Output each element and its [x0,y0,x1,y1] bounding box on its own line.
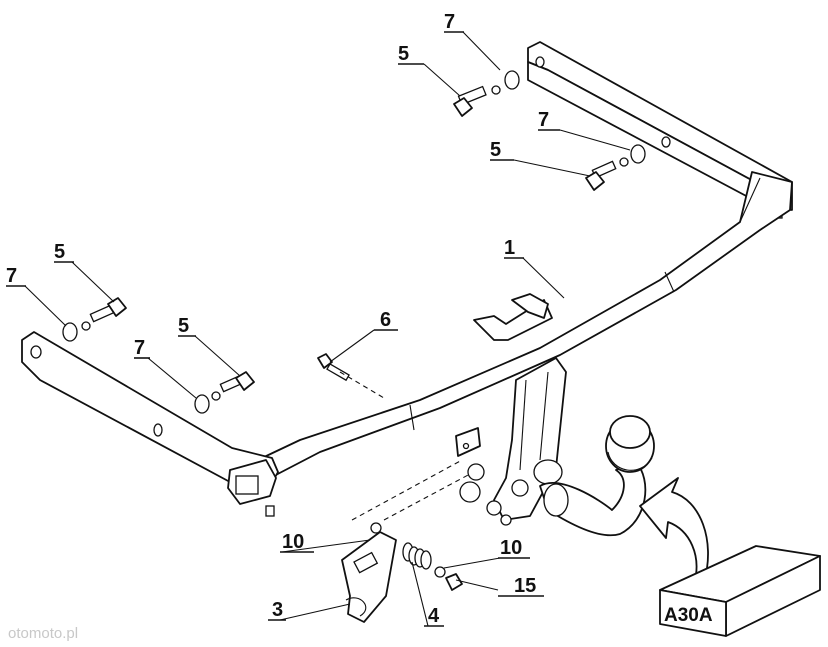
bolt-top-1 [453,70,520,117]
callouts: 7 5 7 5 1 5 7 5 7 6 10 10 15 3 4 [6,11,560,627]
callout-15: 15 [514,575,536,597]
callout-5-top: 5 [398,43,409,65]
callout-5-left-2: 5 [178,315,189,337]
callout-3: 3 [272,599,283,621]
curved-arrow-icon [639,477,709,585]
socket-plate [455,427,485,503]
left-side-bracket [21,331,279,517]
kit-box: A30A [659,545,821,637]
bolt-left-1 [62,297,127,342]
callout-7-left-2: 7 [134,337,145,359]
callout-10-left: 10 [282,531,304,553]
kit-box-label: A30A [664,605,713,626]
bolt-top-2 [585,144,646,191]
leader-lines [24,31,631,627]
socket-holder [341,522,397,623]
callout-10-right: 10 [500,537,522,559]
callout-7-left: 7 [6,265,17,287]
main-cross-beam [261,171,793,479]
ball-mount-neck [473,293,567,526]
watermark: otomoto.pl [8,625,78,642]
bolt-left-2 [194,371,255,414]
callout-5-mid: 5 [490,139,501,161]
callout-7-mid: 7 [538,109,549,131]
callout-1: 1 [504,237,515,259]
spring-assembly [402,542,463,591]
tow-ball [539,415,655,537]
callout-7-top: 7 [444,11,455,33]
callout-6: 6 [380,309,391,331]
callout-5-left: 5 [54,241,65,263]
callout-4: 4 [428,605,440,627]
bolt-center-6 [317,353,350,382]
